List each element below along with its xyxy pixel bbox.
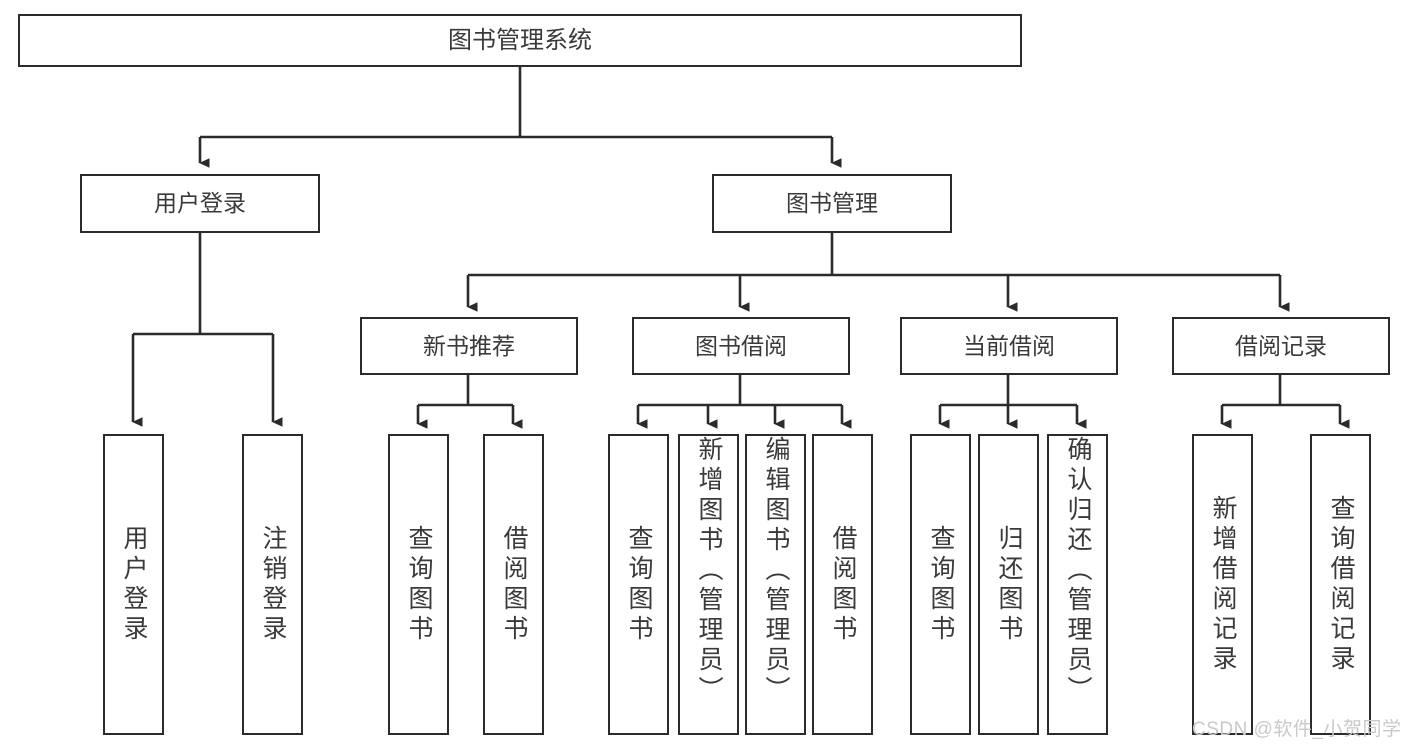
leaf-edit-book-admin[interactable]: 编辑图书（管理员） [745,434,806,735]
node-book-management[interactable]: 图书管理 [712,174,952,233]
leaf-query-book-new-recommend[interactable]: 查询图书 [388,434,449,735]
node-label: 新增图书（管理员） [695,436,723,706]
node-book-borrow[interactable]: 图书借阅 [632,317,850,375]
node-label: 借阅图书 [829,524,857,645]
node-label: 用户登录 [154,190,246,216]
leaf-add-book-admin[interactable]: 新增图书（管理员） [678,434,739,735]
leaf-return-book[interactable]: 归还图书 [978,434,1039,735]
leaf-query-borrow-record[interactable]: 查询借阅记录 [1310,434,1371,735]
node-label: 查询图书 [625,524,653,645]
node-label: 图书管理系统 [448,26,592,54]
node-label: 用户登录 [120,524,148,645]
node-label: 借阅图书 [500,524,528,645]
leaf-query-book-borrow[interactable]: 查询图书 [608,434,669,735]
node-current-borrow[interactable]: 当前借阅 [900,317,1118,375]
node-label: 新增借阅记录 [1209,494,1237,675]
node-label: 查询借阅记录 [1327,494,1355,675]
node-root-book-management-system[interactable]: 图书管理系统 [18,14,1022,67]
node-label: 图书管理 [786,190,878,216]
node-new-book-recommend[interactable]: 新书推荐 [360,317,578,375]
leaf-confirm-return-admin[interactable]: 确认归还（管理员） [1047,434,1108,735]
node-label: 新书推荐 [423,332,515,359]
leaf-borrow-book-new-recommend[interactable]: 借阅图书 [483,434,544,735]
node-label: 当前借阅 [963,332,1055,359]
node-label: 图书借阅 [695,332,787,359]
node-user-login[interactable]: 用户登录 [80,174,320,233]
node-label: 借阅记录 [1235,332,1327,359]
leaf-user-login[interactable]: 用户登录 [103,434,164,735]
node-label: 查询图书 [405,524,433,645]
node-label: 归还图书 [995,524,1023,645]
leaf-user-logout[interactable]: 注销登录 [242,434,303,735]
leaf-add-borrow-record[interactable]: 新增借阅记录 [1192,434,1253,735]
node-borrow-record[interactable]: 借阅记录 [1172,317,1390,375]
node-label: 编辑图书（管理员） [762,436,790,706]
node-label: 确认归还（管理员） [1064,436,1092,706]
node-label: 注销登录 [259,524,287,645]
leaf-query-book-current-borrow[interactable]: 查询图书 [910,434,971,735]
leaf-borrow-book[interactable]: 借阅图书 [812,434,873,735]
node-label: 查询图书 [927,524,955,645]
csdn-watermark: CSDN @软件_小贺同学 [1192,719,1402,740]
